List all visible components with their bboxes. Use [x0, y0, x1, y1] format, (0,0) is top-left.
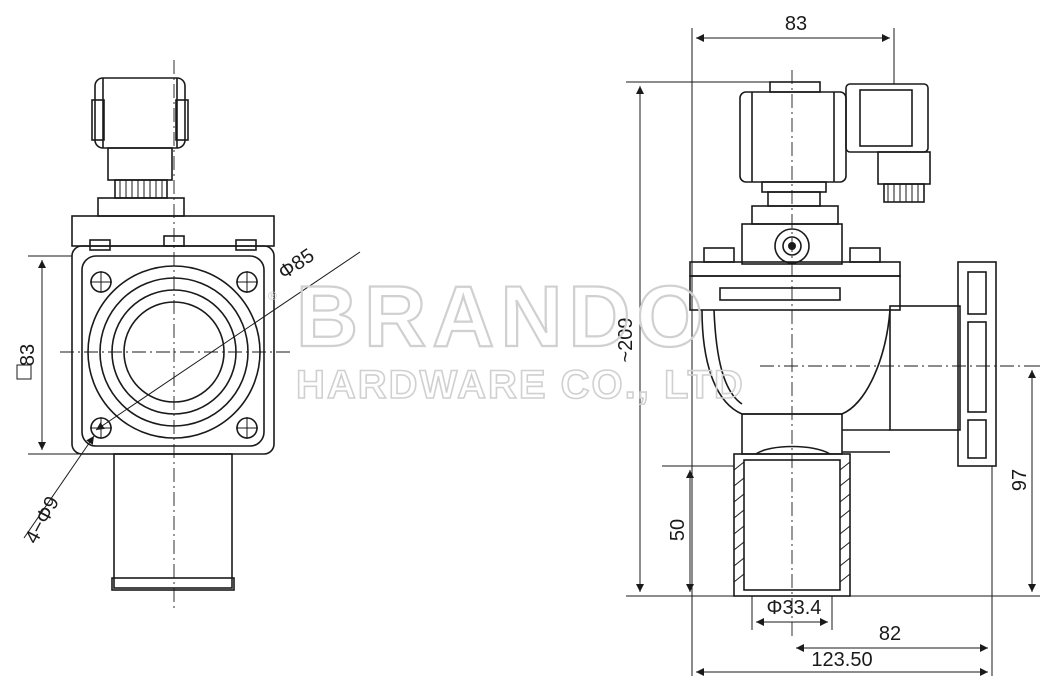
dim-bolt-holes: 4−Φ9 — [21, 493, 64, 547]
front-view — [23, 60, 361, 612]
watermark-company: HARDWARE CO., LTD — [296, 363, 745, 407]
dim-outlet-height: 97 — [1009, 469, 1031, 491]
dim-offset: 82 — [879, 623, 901, 645]
watermark-brand: BRANDO — [296, 269, 709, 365]
dim-pipe-diameter: Φ33.4 — [767, 597, 822, 619]
side-view — [626, 28, 1040, 676]
dim-pipe-length: 50 — [667, 519, 689, 541]
watermark-registered-mark: ® — [268, 289, 277, 303]
dim-square-flange: 83 — [17, 344, 39, 366]
square-symbol — [16, 364, 32, 380]
dim-top-width: 83 — [785, 13, 807, 35]
dim-overall-width: 123.50 — [811, 649, 872, 671]
dim-overall-height: ~209 — [615, 317, 637, 362]
